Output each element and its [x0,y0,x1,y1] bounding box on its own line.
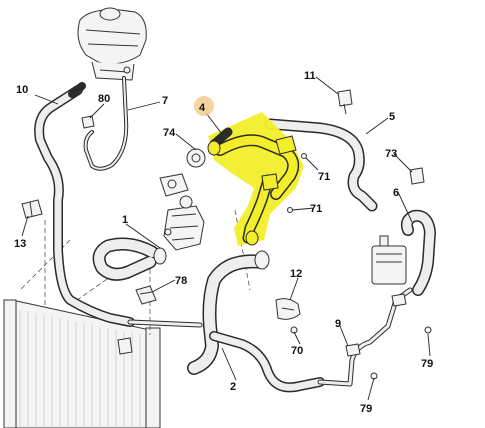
expansion-tank [77,7,147,81]
callout-78: 78 [175,275,187,287]
clip-12 [275,298,301,320]
clip-13 [21,199,43,219]
callout-12: 12 [290,268,302,280]
hose-10 [34,82,135,327]
hose-5 [264,118,378,212]
callout-80: 80 [98,93,110,105]
callout-79-lower: 79 [360,403,372,415]
callout-73: 73 [385,148,397,160]
callout-70: 70 [291,345,303,357]
callout-74: 74 [163,127,176,139]
hose-2 [187,250,325,393]
callout-71-lower: 71 [310,203,322,215]
pipe-7 [83,76,129,171]
callout-71-upper: 71 [318,171,330,183]
clip-73 [409,167,425,185]
hose-1 [92,237,167,281]
callouts: 4 10 80 7 74 11 5 71 71 73 6 1 13 78 12 … [14,70,433,415]
callout-1: 1 [122,214,128,226]
callout-7: 7 [162,95,168,107]
callout-4: 4 [199,102,206,114]
clip-80 [81,115,95,129]
bolt-71-upper [301,153,307,159]
highlighted-hose-4 [207,112,304,246]
reservoir-box [371,235,407,285]
radiator [3,299,161,428]
callout-79-right: 79 [421,358,433,370]
callout-11: 11 [304,70,316,82]
flange-74 [159,148,206,197]
callout-4-badge [194,96,214,116]
hose-78 [135,285,157,305]
callout-6: 6 [393,187,399,199]
hose-6 [400,209,436,296]
clip-11 [337,89,353,115]
callout-2: 2 [230,381,236,393]
bolt-71-lower [287,207,293,213]
callout-9: 9 [335,318,341,330]
hose-9 [317,287,413,387]
bolt-79-right [424,326,432,334]
thermostat-housing [163,195,205,251]
callout-10: 10 [16,84,28,96]
callout-5: 5 [389,111,395,123]
leader-lines [21,76,431,401]
bottom-pipe [117,319,203,355]
callout-13: 13 [14,238,26,250]
